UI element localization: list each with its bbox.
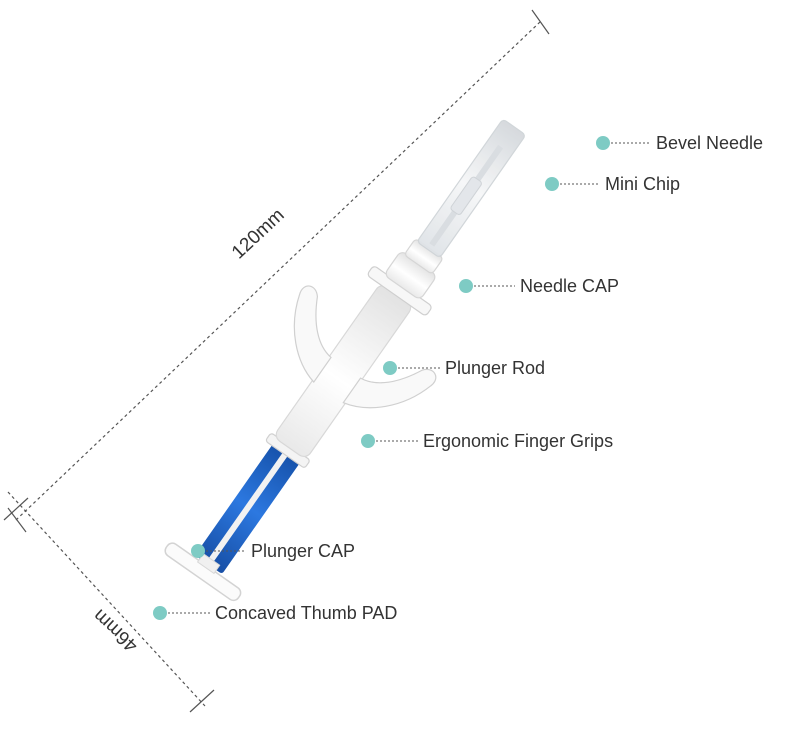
callout-markers [153, 136, 610, 620]
callout-plunger-cap: Plunger CAP [251, 541, 356, 561]
leader-lines [160, 142, 650, 614]
callout-mini-chip: Mini Chip [605, 174, 681, 194]
callout-thumb-pad: Concaved Thumb PAD [215, 603, 398, 623]
callout-marker-mini-chip [545, 177, 559, 191]
callout-marker-needle-cap [459, 279, 473, 293]
callout-finger-grips: Ergonomic Finger Grips [423, 431, 614, 451]
callout-marker-thumb-pad [153, 606, 167, 620]
callout-plunger-rod: Plunger Rod [445, 358, 546, 378]
thumb-pad [164, 542, 242, 602]
needle-tube [417, 119, 525, 257]
callout-marker-plunger-rod [383, 361, 397, 375]
syringe [164, 119, 525, 602]
finger-grips [293, 285, 437, 409]
callout-marker-plunger-cap [191, 544, 205, 558]
callout-needle-cap: Needle CAP [520, 276, 620, 296]
callout-marker-finger-grips [361, 434, 375, 448]
width-dimension-line [3, 491, 215, 713]
plunger-cap [196, 441, 302, 573]
length-dimension-line [7, 9, 550, 533]
callout-bevel-needle: Bevel Needle [656, 133, 764, 153]
callout-marker-bevel-needle [596, 136, 610, 150]
